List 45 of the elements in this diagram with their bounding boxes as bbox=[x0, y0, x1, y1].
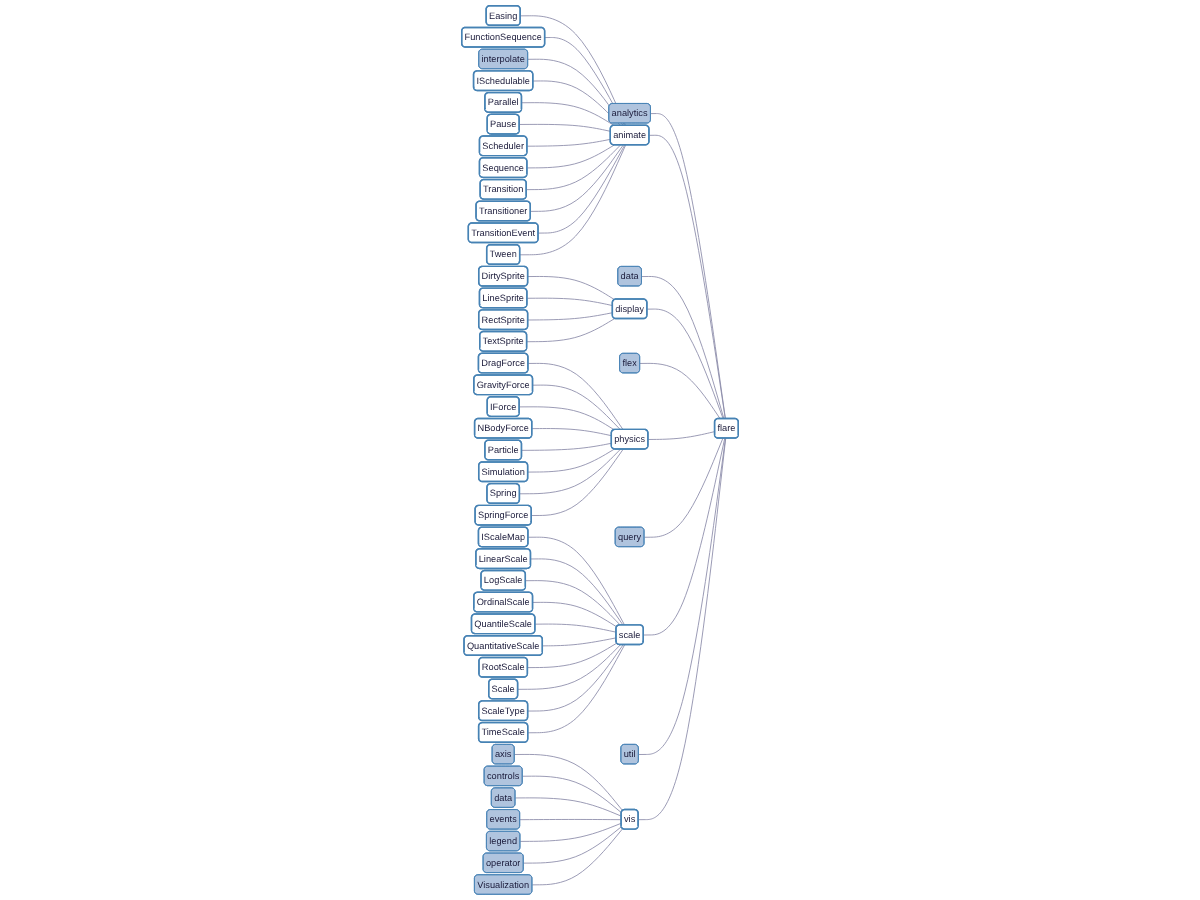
connector bbox=[542, 637, 617, 647]
connector bbox=[527, 644, 624, 712]
connector bbox=[526, 297, 614, 307]
connector bbox=[519, 819, 622, 821]
connector bbox=[517, 644, 621, 690]
connector bbox=[643, 438, 724, 538]
connector bbox=[530, 558, 624, 626]
connector bbox=[527, 312, 614, 321]
connector bbox=[531, 428, 613, 437]
connector bbox=[532, 384, 621, 431]
connector bbox=[521, 442, 613, 451]
connector bbox=[639, 362, 721, 420]
connector bbox=[646, 308, 724, 420]
connector bbox=[647, 431, 716, 440]
connector bbox=[532, 601, 618, 628]
connector bbox=[525, 580, 621, 626]
connector bbox=[519, 406, 615, 431]
connector bbox=[519, 144, 627, 256]
connector bbox=[537, 144, 626, 234]
connector bbox=[526, 318, 616, 343]
connector bbox=[523, 826, 622, 864]
connector bbox=[526, 144, 621, 191]
connector bbox=[519, 123, 612, 132]
connector bbox=[641, 276, 725, 420]
connector bbox=[527, 644, 626, 734]
connector bbox=[514, 797, 622, 817]
connector bbox=[519, 448, 621, 495]
connector bbox=[527, 642, 618, 669]
connector bbox=[519, 822, 622, 842]
connector bbox=[527, 362, 624, 431]
connector bbox=[531, 448, 624, 516]
connector bbox=[527, 448, 615, 473]
connector bbox=[638, 438, 726, 755]
connector bbox=[522, 775, 622, 814]
connector bbox=[531, 828, 624, 886]
connector bbox=[521, 102, 615, 126]
connector bbox=[526, 144, 615, 169]
connector bbox=[527, 276, 616, 301]
connector bbox=[643, 438, 726, 636]
connector bbox=[527, 536, 626, 626]
connector bbox=[514, 754, 624, 812]
connector bbox=[534, 623, 617, 633]
connector bbox=[530, 144, 624, 212]
connector bbox=[526, 138, 612, 147]
connector bbox=[638, 438, 727, 821]
